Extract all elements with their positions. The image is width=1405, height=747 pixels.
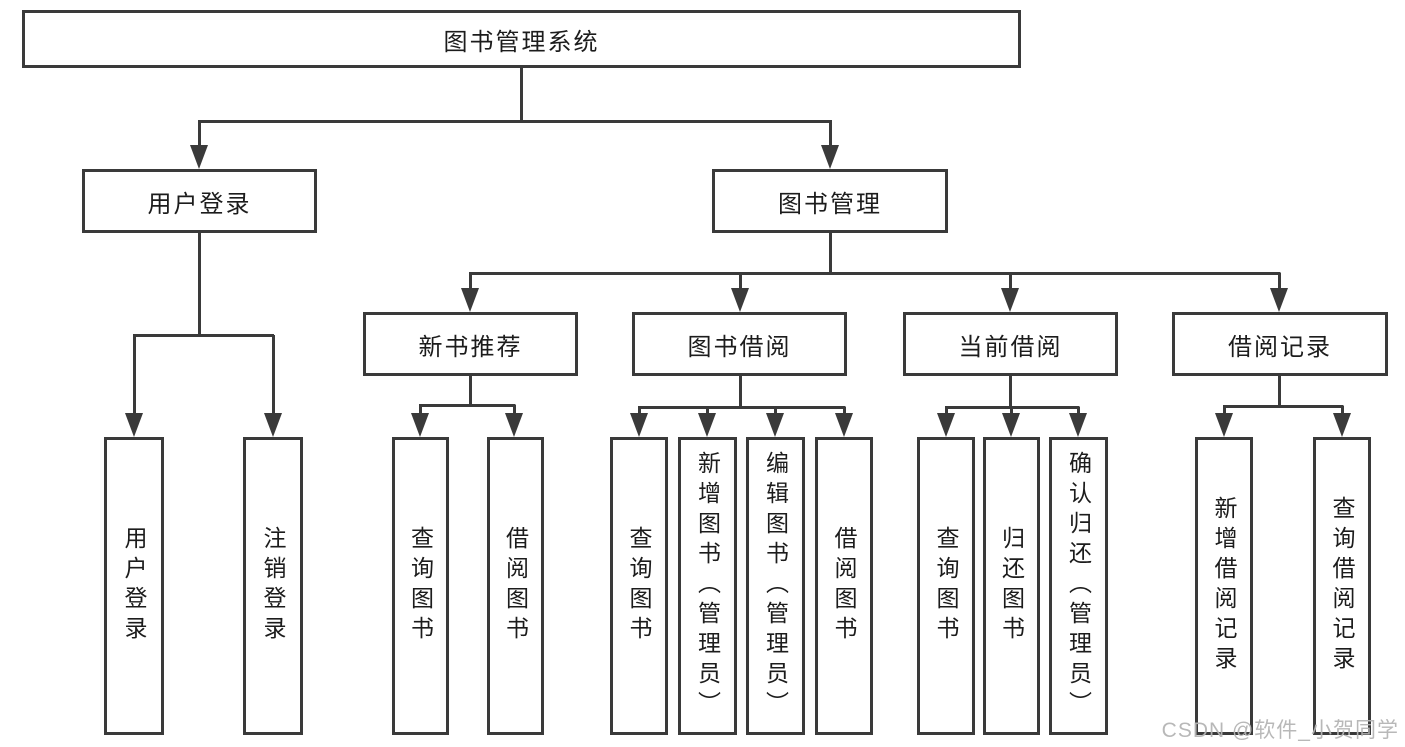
arrowhead xyxy=(937,413,955,437)
leaf-borrow-edit-books-admin: 编辑图书（管理员） xyxy=(746,437,805,735)
arrowhead xyxy=(1002,413,1020,437)
arrowhead xyxy=(411,413,429,437)
node-user-login: 用户登录 xyxy=(82,169,317,233)
leaf-current-return-books: 归还图书 xyxy=(983,437,1040,735)
csdn-watermark: CSDN @软件_小贺同学 xyxy=(1161,719,1399,742)
node-current-borrow: 当前借阅 xyxy=(903,312,1118,376)
arrowhead xyxy=(698,413,716,437)
connector-borrow-records-children xyxy=(1215,376,1351,437)
leaf-current-confirm-return-admin: 确认归还（管理员） xyxy=(1049,437,1108,735)
connector-user-login-children xyxy=(125,233,282,437)
leaf-records-query-record: 查询借阅记录 xyxy=(1313,437,1371,735)
arrowhead xyxy=(630,413,648,437)
arrowhead xyxy=(125,413,143,437)
node-book-borrow: 图书借阅 xyxy=(632,312,847,376)
arrowhead xyxy=(731,288,749,312)
leaf-borrow-query-books: 查询图书 xyxy=(610,437,668,735)
leaf-records-add-record: 新增借阅记录 xyxy=(1195,437,1253,735)
arrowhead xyxy=(461,288,479,312)
leaf-borrow-add-books-admin: 新增图书（管理员） xyxy=(678,437,737,735)
leaf-user-login: 用户登录 xyxy=(104,437,164,735)
leaf-borrow-borrow-books: 借阅图书 xyxy=(815,437,873,735)
leaf-newrec-query-books: 查询图书 xyxy=(392,437,449,735)
arrowhead xyxy=(264,413,282,437)
node-borrow-records: 借阅记录 xyxy=(1172,312,1388,376)
connector-book-borrow-children xyxy=(630,376,853,437)
arrowhead xyxy=(1069,413,1087,437)
arrowhead xyxy=(1215,413,1233,437)
connector-root-to-level1 xyxy=(190,68,839,169)
arrowhead xyxy=(505,413,523,437)
arrowhead xyxy=(1270,288,1288,312)
arrowhead xyxy=(766,413,784,437)
connector-new-book-children xyxy=(411,376,523,437)
arrowhead xyxy=(1001,288,1019,312)
arrowhead xyxy=(835,413,853,437)
leaf-current-query-books: 查询图书 xyxy=(917,437,975,735)
arrowhead xyxy=(190,145,208,169)
node-book-management: 图书管理 xyxy=(712,169,948,233)
node-new-book-recommend: 新书推荐 xyxy=(363,312,578,376)
leaf-newrec-borrow-books: 借阅图书 xyxy=(487,437,544,735)
connector-current-borrow-children xyxy=(937,376,1087,437)
connector-book-management-children xyxy=(461,233,1288,312)
leaf-logout: 注销登录 xyxy=(243,437,303,735)
arrowhead xyxy=(821,145,839,169)
arrowhead xyxy=(1333,413,1351,437)
node-root: 图书管理系统 xyxy=(22,10,1021,68)
